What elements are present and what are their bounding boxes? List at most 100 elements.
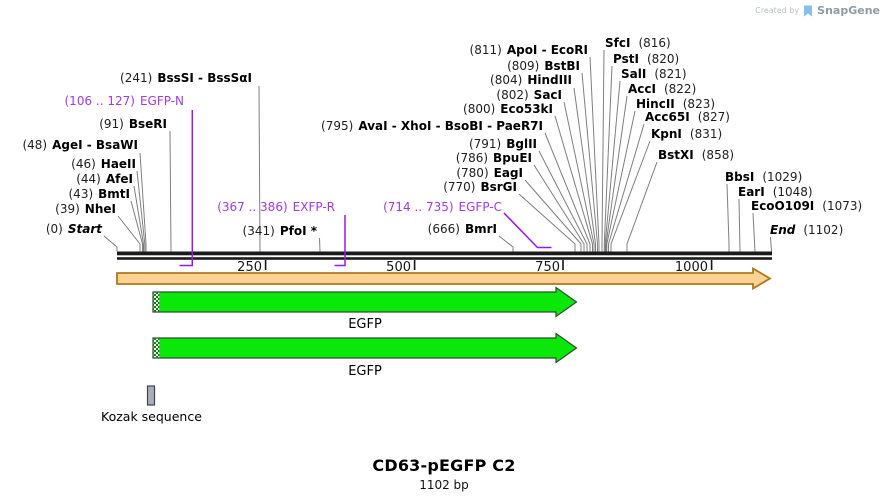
primer-label-egfp-n[interactable]: (106 .. 127) EGFP-N	[65, 95, 185, 108]
site-label-sali[interactable]: SalI (821)	[621, 68, 687, 81]
site-label-eco53ki[interactable]: (800) Eco53kI	[463, 103, 553, 116]
ruler-tick-250: 250	[237, 260, 262, 275]
site-name: Eco53kI	[500, 102, 553, 116]
site-label-bbsi[interactable]: BbsI (1029)	[725, 171, 802, 184]
site-name: BstXI	[658, 148, 694, 162]
construct-length: 1102 bp	[419, 478, 469, 492]
site-label-pfoi[interactable]: (341) PfoI *	[243, 225, 317, 238]
site-name: BseRI	[128, 117, 167, 131]
primer-name: EGFP-N	[139, 94, 184, 108]
site-name: Start	[67, 222, 102, 236]
site-pos: (802)	[496, 88, 529, 102]
site-pos: (1073)	[822, 199, 863, 213]
site-label-bmri[interactable]: (666) BmrI	[428, 223, 497, 236]
site-label-bstxi[interactable]: BstXI(858)	[658, 149, 734, 162]
site-pos: (831)	[689, 127, 723, 141]
site-label-psti[interactable]: PstI(820)	[613, 53, 679, 66]
ruler-tick-500: 500	[386, 260, 411, 275]
site-pos: (1029)	[762, 170, 803, 184]
site-name: AfeI	[105, 172, 133, 186]
site-pos: (1102)	[803, 223, 844, 237]
site-pos: (816)	[638, 36, 671, 50]
site-name: BbsI	[725, 170, 755, 184]
site-pos: (827)	[697, 110, 730, 124]
site-pos: (821)	[654, 67, 687, 81]
snapgene-watermark: Created by SnapGene	[755, 4, 880, 17]
site-label-start[interactable]: (0) Start	[46, 223, 102, 236]
site-label-bmti[interactable]: (43)BmtI	[69, 188, 131, 201]
kozak-marker[interactable]	[146, 385, 156, 406]
kozak-label: Kozak sequence	[101, 409, 202, 424]
egfp-arrow-1-hatched-start	[153, 292, 160, 312]
site-name: BmrI	[464, 222, 497, 236]
site-label-haeii[interactable]: (46) HaeII	[71, 158, 136, 171]
site-label-bglii[interactable]: (791)BglII	[469, 138, 537, 151]
site-label-eari[interactable]: EarI(1048)	[738, 186, 813, 199]
site-label-acc65i[interactable]: Acc65I (827)	[645, 111, 730, 124]
site-label-hincii[interactable]: HincII(823)	[636, 98, 715, 111]
site-pos: (91)	[99, 117, 124, 131]
callout-start	[103, 235, 118, 252]
site-label-saci[interactable]: (802) SacI	[496, 89, 562, 102]
primer-bracket-egfp-n	[179, 110, 194, 267]
site-label-acci[interactable]: AccI(822)	[628, 83, 696, 96]
site-name: SalI	[621, 67, 647, 81]
site-label-apoi-ecori[interactable]: (811)ApoI - EcoRI	[470, 44, 588, 57]
site-pos: (46)	[71, 157, 96, 171]
egfp-arrow-1[interactable]	[152, 286, 578, 318]
site-pos: (780)	[456, 166, 489, 180]
site-pos: (800)	[463, 102, 496, 116]
snapgene-logo-icon	[803, 5, 813, 17]
site-label-hindiii[interactable]: (804)HindIII	[490, 74, 572, 87]
site-label-bseri[interactable]: (91) BseRI	[99, 118, 167, 131]
sequence-line	[117, 251, 772, 260]
site-label-agei-bsawi[interactable]: (48)AgeI - BsaWI	[22, 139, 138, 152]
site-pos: (48)	[22, 138, 48, 152]
site-name: PfoI *	[279, 224, 317, 238]
site-label-kpni[interactable]: KpnI(831)	[651, 128, 722, 141]
site-pos: (770)	[443, 180, 476, 194]
watermark-brand: SnapGene	[817, 4, 880, 17]
site-label-bsssi[interactable]: (241)BssSI - BssSαI	[120, 72, 252, 85]
primer-bracket-exfp-r	[334, 215, 346, 267]
site-label-ecoo109i[interactable]: EcoO109I(1073)	[751, 200, 862, 213]
site-name: End	[770, 223, 796, 237]
site-name: SacI	[533, 88, 562, 102]
site-pos: (820)	[646, 52, 680, 66]
site-label-avai-xhoi[interactable]: (795)AvaI - XhoI - BsoBI - PaeR7I	[321, 120, 543, 133]
map-title-block: CD63-pEGFP C2 1102 bp	[0, 456, 888, 492]
primer-bracket-egfp-c	[503, 212, 552, 249]
site-pos: (44)	[76, 172, 101, 186]
egfp-arrow-2-hatched-start	[153, 338, 160, 358]
site-name: BssSI - BssSαI	[157, 71, 252, 85]
site-pos: (341)	[242, 224, 275, 238]
primer-label-egfp-c[interactable]: (714 .. 735)EGFP-C	[383, 201, 502, 214]
site-label-eagi[interactable]: (780)EagI	[456, 167, 523, 180]
watermark-created-by: Created by	[755, 6, 800, 15]
site-pos: (0)	[45, 222, 63, 236]
primer-range: (106 .. 127)	[64, 94, 135, 108]
site-name: HincII	[636, 97, 675, 111]
site-label-bstbi[interactable]: (809)BstBI	[507, 60, 580, 73]
ruler-tick-750: 750	[535, 260, 560, 275]
site-label-nhei[interactable]: (39)NheI	[55, 203, 116, 216]
site-name: AccI	[628, 82, 656, 96]
site-name: BpuEI	[493, 151, 532, 165]
site-label-afei[interactable]: (44) AfeI	[76, 173, 133, 186]
site-name: HaeII	[100, 157, 136, 171]
egfp-arrow-2[interactable]	[152, 332, 578, 364]
backbone-arrow[interactable]	[116, 266, 772, 291]
site-name: NheI	[84, 202, 116, 216]
site-label-end[interactable]: End (1102)	[770, 224, 843, 237]
primer-label-exfp-r[interactable]: (367 .. 386)EXFP-R	[217, 201, 335, 214]
site-name: Acc65I	[645, 110, 690, 124]
site-pos: (666)	[427, 222, 460, 236]
site-label-sfci[interactable]: SfcI(816)	[605, 37, 671, 50]
primer-range: (367 .. 386)	[217, 200, 288, 214]
site-name: BstBI	[544, 59, 580, 73]
site-label-bsrgi[interactable]: (770)BsrGI	[443, 181, 517, 194]
site-pos: (795)	[321, 119, 354, 133]
site-label-bpuei[interactable]: (786)BpuEI	[456, 152, 532, 165]
